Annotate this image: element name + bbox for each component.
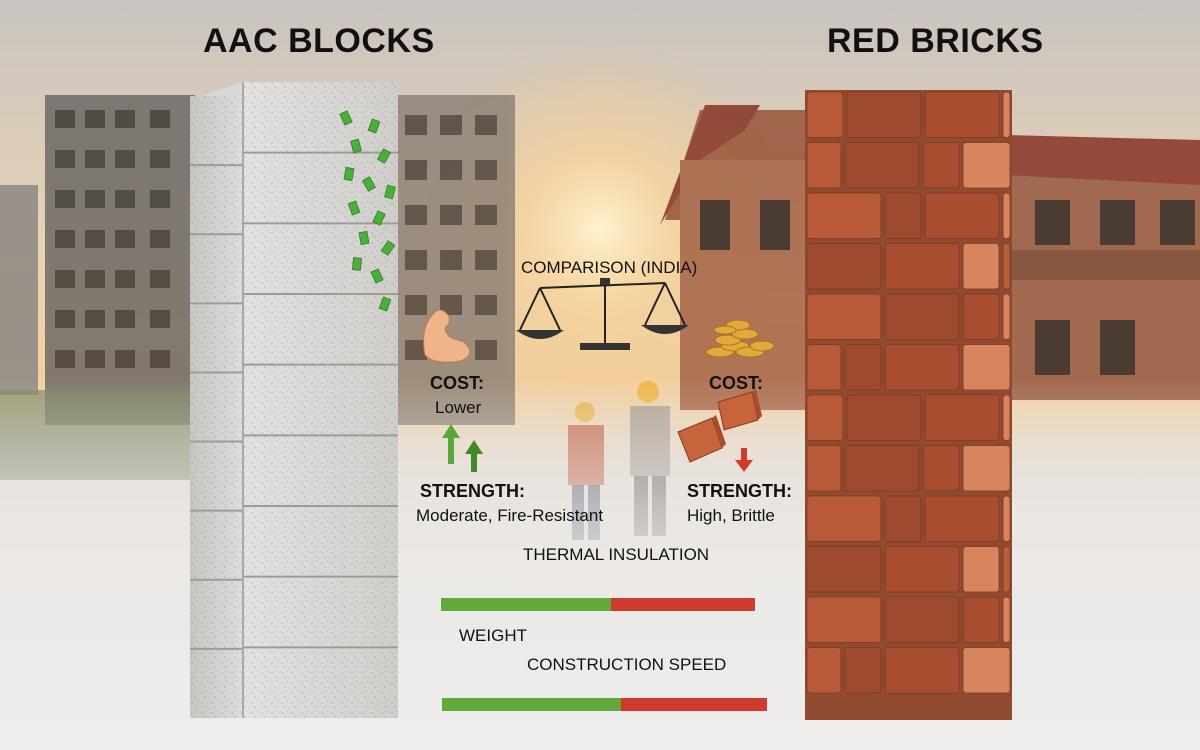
speed-bar-red: [620, 698, 767, 711]
money-icon: [339, 110, 396, 312]
thermal-insulation-bar: [441, 598, 755, 611]
aac-strength-value: Moderate, Fire-Resistant: [416, 506, 604, 525]
arrow-up-icon: [465, 440, 483, 472]
balance-scale-icon: [516, 278, 689, 350]
arrow-down-icon: [735, 448, 753, 472]
thermal-bar-red: [610, 598, 755, 611]
construction-speed-label: CONSTRUCTION SPEED: [527, 655, 727, 674]
red-brick-column: [805, 90, 1012, 720]
red-bricks-title: RED BRICKS: [827, 22, 1044, 60]
weight-label: WEIGHT: [459, 626, 527, 645]
aac-blocks-title: AAC BLOCKS: [203, 22, 435, 60]
thermal-insulation-label: THERMAL INSULATION: [523, 545, 710, 564]
arrow-up-icon: [442, 424, 460, 464]
broken-brick-icon: [677, 389, 762, 463]
aac-strength-heading: STRENGTH:: [420, 481, 525, 501]
comparison-title: COMPARISON (INDIA): [521, 258, 698, 277]
muscle-icon: [423, 309, 471, 363]
red-strength-value: High, Brittle: [687, 506, 775, 525]
aac-block-column: [190, 82, 398, 718]
right-house: [660, 105, 1200, 410]
aac-cost-heading: COST:: [430, 373, 484, 393]
construction-speed-bar: [442, 698, 767, 711]
coins-icon: [705, 319, 775, 358]
aac-cost-value: Lower: [435, 398, 482, 417]
red-cost-heading: COST:: [709, 373, 763, 393]
speed-bar-green: [442, 698, 621, 711]
red-strength-heading: STRENGTH:: [687, 481, 792, 501]
thermal-bar-green: [441, 598, 611, 611]
